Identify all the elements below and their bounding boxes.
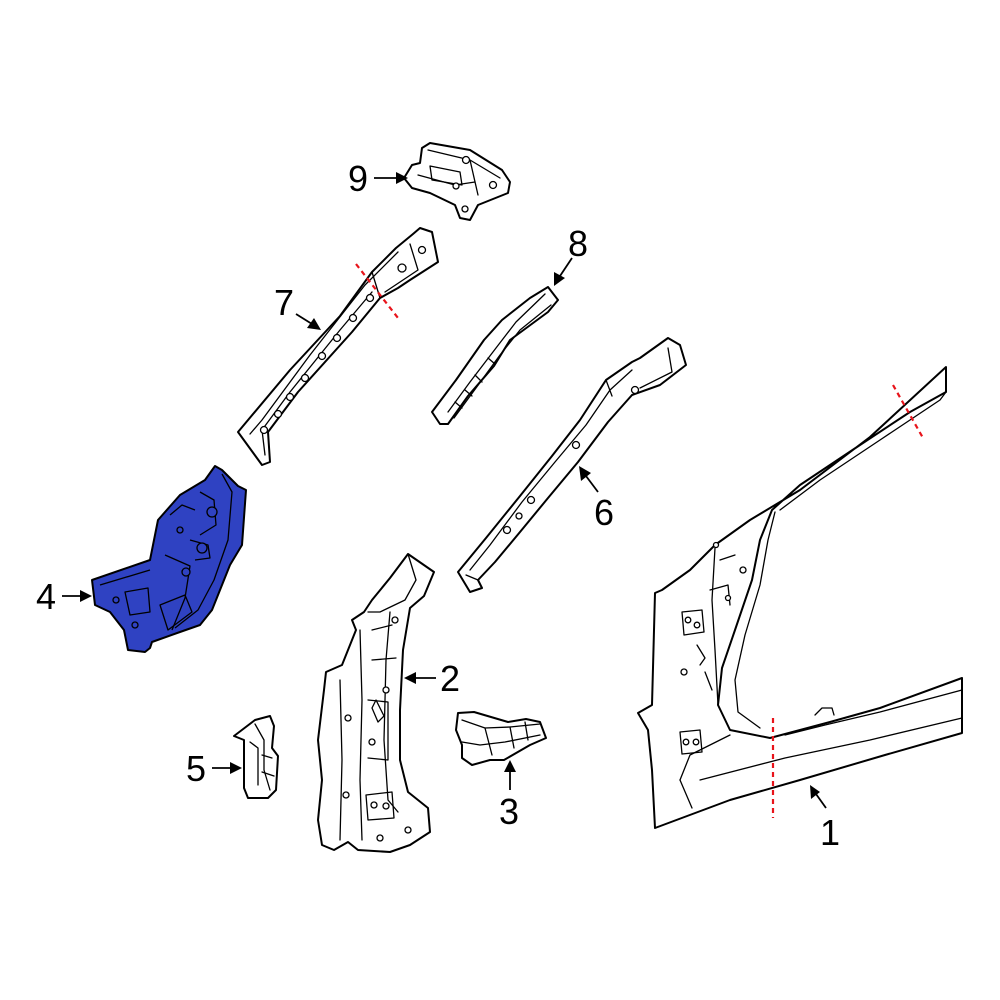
callout-label-5: 5 bbox=[186, 748, 206, 789]
part-8-reinforcement[interactable] bbox=[431, 286, 559, 425]
leader-1 bbox=[815, 793, 827, 809]
callout-label-9: 9 bbox=[348, 158, 368, 199]
callout-label-2: 2 bbox=[440, 658, 460, 699]
arrow-5 bbox=[230, 762, 242, 774]
callout-label-1: 1 bbox=[820, 812, 840, 853]
arrow-6 bbox=[579, 466, 591, 481]
callout-label-6: 6 bbox=[594, 492, 614, 533]
arrow-1 bbox=[810, 785, 820, 799]
arrow-7 bbox=[307, 318, 321, 330]
part-9-bracket[interactable] bbox=[403, 142, 511, 221]
part-2-hinge-pillar[interactable] bbox=[317, 553, 435, 853]
part-4-highlighted-panel[interactable] bbox=[91, 465, 247, 653]
leader-6 bbox=[585, 475, 599, 493]
arrow-2 bbox=[404, 672, 416, 684]
part-3-reinforcement[interactable] bbox=[455, 711, 547, 766]
callout-label-8: 8 bbox=[568, 223, 588, 264]
callout-leaders bbox=[62, 172, 827, 809]
leader-7 bbox=[295, 313, 313, 325]
arrow-9 bbox=[396, 172, 408, 184]
part-7-pillar-upper[interactable] bbox=[237, 227, 439, 466]
callout-label-3: 3 bbox=[499, 791, 519, 832]
part-1-body-side[interactable] bbox=[637, 366, 963, 829]
callout-labels: 9 7 8 6 4 2 5 3 1 bbox=[36, 158, 840, 853]
part-6-roof-rail[interactable] bbox=[457, 337, 687, 593]
part-5-small-bracket[interactable] bbox=[233, 715, 279, 799]
callout-label-7: 7 bbox=[274, 282, 294, 323]
arrow-3 bbox=[504, 760, 516, 772]
callout-label-4: 4 bbox=[36, 576, 56, 617]
arrow-4 bbox=[80, 590, 92, 602]
arrow-8 bbox=[554, 272, 565, 286]
leader-8 bbox=[559, 257, 573, 277]
